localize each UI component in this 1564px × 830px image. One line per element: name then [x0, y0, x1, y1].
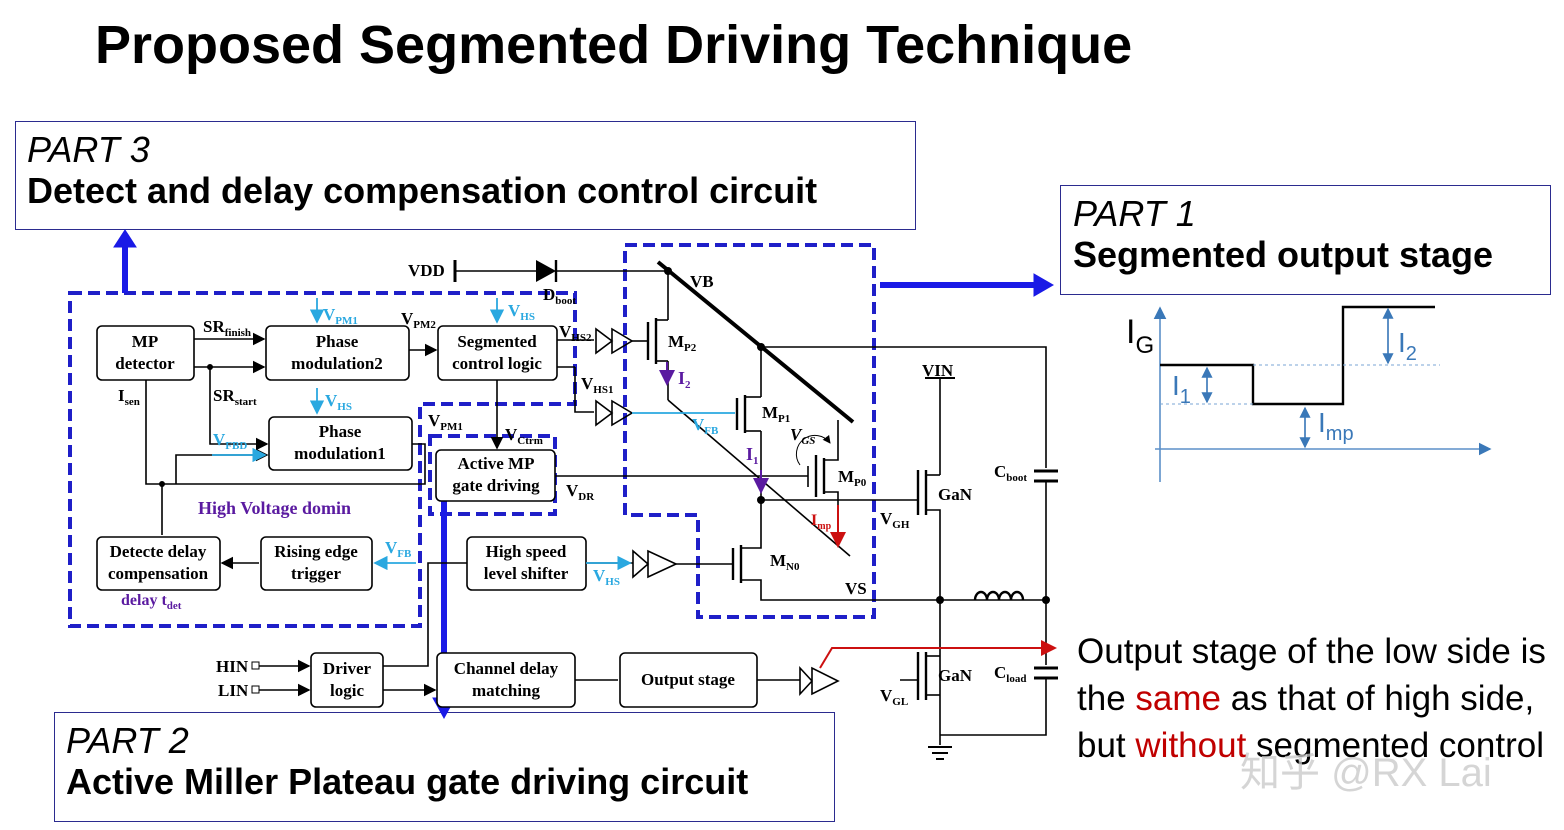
- detect-delay-l2: compensation: [108, 564, 209, 583]
- vfb-left-label: VFB: [385, 538, 412, 560]
- vfb-label: VFB: [692, 415, 719, 437]
- gan-high-label: GaN: [938, 485, 973, 504]
- plot-i2-label: I2: [1398, 327, 1417, 365]
- plot-imp-label: Imp: [1318, 407, 1354, 445]
- mp1-label: MP1: [762, 403, 790, 425]
- vdd-label: VDD: [408, 261, 445, 280]
- vgh-label: VGH: [880, 509, 910, 531]
- i1-label: I1: [746, 444, 759, 467]
- mn0-label: MN0: [770, 551, 800, 573]
- lin-label: LIN: [218, 681, 249, 700]
- detect-delay-l1: Detecte delay: [110, 542, 207, 561]
- part3-region: [68, 291, 577, 628]
- imp-label: Imp: [811, 512, 832, 532]
- part3-desc: Detect and delay compensation control ci…: [27, 170, 818, 211]
- channel-delay-l2: matching: [472, 681, 541, 700]
- part1-label: PART 1: [1073, 193, 1196, 234]
- vhs1-label: VHS1: [581, 374, 613, 396]
- gan-low-label: GaN: [938, 666, 973, 685]
- vhs-top-label: VHS: [508, 301, 535, 323]
- driver-logic-l1: Driver: [323, 659, 372, 678]
- note-text-2: as that of high side, but: [1077, 679, 1535, 765]
- seg-logic-l1: Segmented: [457, 332, 537, 351]
- sr-finish-label: SRfinish: [203, 317, 251, 339]
- part2-box: PART 2 Active Miller Plateau gate drivin…: [54, 712, 835, 822]
- note-same: same: [1135, 679, 1221, 718]
- vhs-ls-label: VHS: [593, 566, 620, 588]
- mp2-label: MP2: [668, 332, 697, 354]
- mp0-label: MP0: [838, 467, 867, 489]
- rising-edge-l1: Rising edge: [274, 542, 358, 561]
- vpm1-label: VPM1: [428, 411, 463, 433]
- vgl-label: VGL: [880, 686, 908, 708]
- cload-label: Cload: [994, 663, 1026, 685]
- phase-mod2-l2: modulation2: [291, 354, 383, 373]
- sr-start-label: SRstart: [213, 386, 257, 408]
- isen-label: Isen: [118, 386, 140, 408]
- level-shifter-l2: level shifter: [484, 564, 569, 583]
- plot-i1-label: I1: [1172, 370, 1191, 408]
- active-mp-l1: Active MP: [458, 454, 535, 473]
- phase-mod2-block: [265, 325, 410, 381]
- part1-region: [623, 243, 876, 619]
- vfbd-label: VFBD: [213, 430, 247, 452]
- vb-label: VB: [690, 272, 714, 291]
- mp-detector-l1: MP: [132, 332, 158, 351]
- vdr-label: VDR: [566, 481, 595, 503]
- vctrm-label: VCtrm: [505, 425, 543, 447]
- i2-label: I2: [678, 368, 691, 391]
- phase-mod1-l2: modulation1: [294, 444, 386, 463]
- low-side-note: Output stage of the low side is the same…: [1077, 628, 1557, 769]
- vgs-label: VGS: [790, 425, 815, 447]
- part2-label: PART 2: [66, 720, 189, 761]
- page-title: Proposed Segmented Driving Technique: [95, 15, 1133, 75]
- driver-logic-block: [310, 652, 384, 708]
- rising-edge-l2: trigger: [291, 564, 341, 583]
- vhs-mid-label: VHS: [325, 391, 352, 413]
- mp-detector-l2: detector: [115, 354, 175, 373]
- channel-delay-l1: Channel delay: [454, 659, 559, 678]
- part3-box: PART 3 Detect and delay compensation con…: [15, 121, 916, 230]
- part1-box: PART 1 Segmented output stage: [1060, 185, 1551, 295]
- hin-label: HIN: [216, 657, 249, 676]
- active-mp-l2: gate driving: [452, 476, 540, 495]
- cboot-label: Cboot: [994, 462, 1027, 484]
- vin-label: VIN: [922, 361, 954, 380]
- part2-desc: Active Miller Plateau gate driving circu…: [66, 761, 749, 802]
- ig-waveform-plot: IG I1 I2 Imp: [1126, 305, 1492, 482]
- vpm1-top-label: VPM1: [323, 305, 358, 327]
- output-stage-label: Output stage: [641, 670, 735, 689]
- phase-mod2-l1: Phase: [316, 332, 359, 351]
- seg-logic-l2: control logic: [452, 354, 542, 373]
- rising-edge-block: [260, 536, 373, 591]
- delay-label: delay tdet: [121, 592, 182, 612]
- vs-label: VS: [845, 579, 867, 598]
- vhs2-label: VHS2: [559, 322, 592, 344]
- part3-label: PART 3: [27, 129, 150, 170]
- level-shifter-l1: High speed: [486, 542, 567, 561]
- watermark: 知乎 @RX Lai: [1240, 751, 1492, 795]
- note-without: without: [1135, 726, 1247, 765]
- ig-label: IG: [1126, 313, 1154, 359]
- driver-logic-l2: logic: [330, 681, 364, 700]
- hv-domain-label: High Voltage domin: [198, 498, 351, 518]
- vpm2-label: VPM2: [401, 309, 436, 331]
- note-text-1: Output stage of the low side is the: [1077, 632, 1546, 718]
- dboot-label: Dboot: [543, 285, 576, 307]
- note-text-3: segmented control: [1246, 726, 1544, 765]
- phase-mod1-l1: Phase: [319, 422, 362, 441]
- detect-delay-block: [96, 536, 221, 591]
- part1-desc: Segmented output stage: [1073, 234, 1494, 275]
